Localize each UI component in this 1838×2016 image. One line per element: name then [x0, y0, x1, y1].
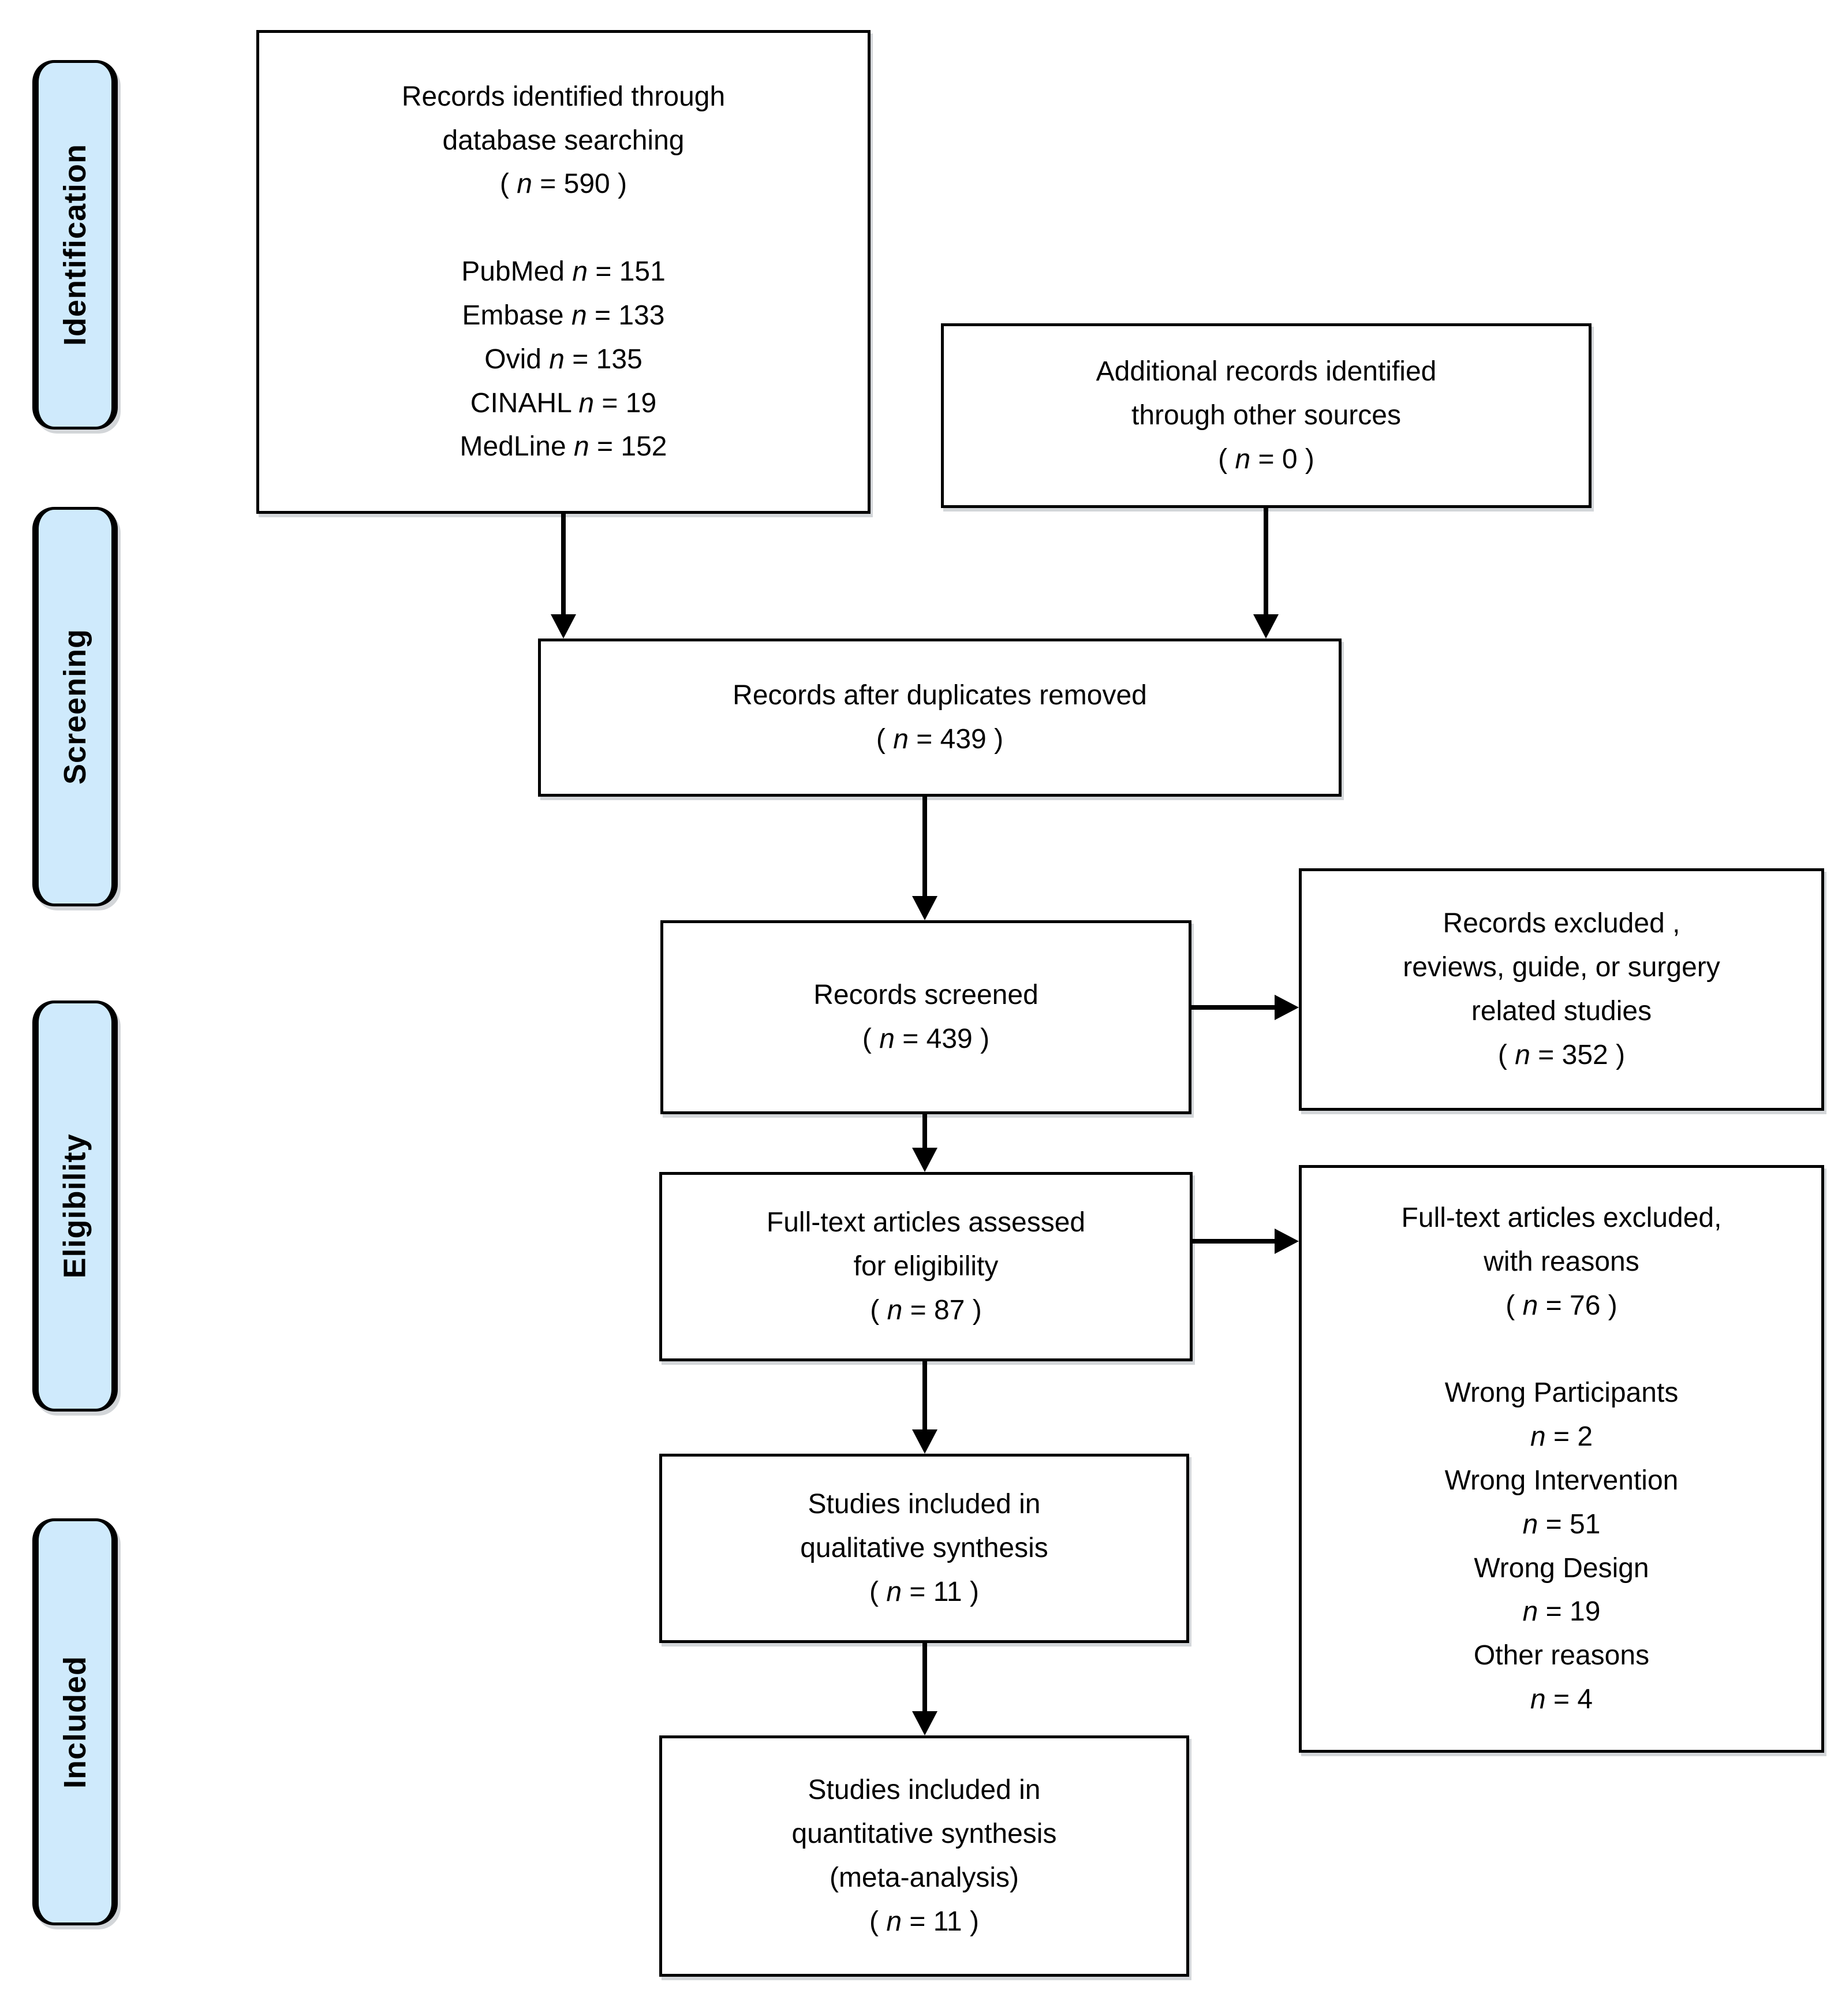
box-fulltext-excluded: Full-text articles excluded, with reasons… — [1299, 1165, 1824, 1753]
arrow-qualitative-to-quantitative — [912, 1643, 937, 1735]
text-line: Other reasons — [1473, 1640, 1650, 1671]
text-line: Ovid n = 135 — [484, 344, 642, 375]
text-line: Wrong Design — [1474, 1552, 1649, 1584]
text-line: Full-text articles assessed — [766, 1207, 1086, 1238]
box-fulltext-assessed: Full-text articles assessed for eligibili… — [659, 1172, 1193, 1361]
arrow-line — [1191, 1005, 1277, 1010]
arrow-line — [1264, 508, 1268, 615]
text-line: ( n = 590 ) — [499, 169, 627, 200]
box-records-excluded: Records excluded , reviews, guide, or sur… — [1299, 868, 1824, 1111]
text-line: Additional records identified — [1096, 356, 1437, 387]
text-line: with reasons — [1484, 1246, 1639, 1277]
text-line: ( n = 76 ) — [1505, 1290, 1617, 1321]
text-line: Records after duplicates removed — [733, 680, 1147, 711]
stage-label-identification-text: Identification — [58, 144, 92, 346]
arrow-head-down-icon — [1253, 614, 1279, 639]
stage-label-included: Included — [32, 1518, 118, 1925]
text-line: n = 4 — [1530, 1684, 1593, 1715]
text-line-gap — [1557, 1328, 1565, 1372]
arrow-screened-to-excluded — [1191, 995, 1299, 1020]
stage-label-screening: Screening — [32, 507, 118, 906]
text-line: (meta-analysis) — [829, 1862, 1019, 1893]
text-line: ( n = 439 ) — [862, 1024, 990, 1054]
arrow-line — [922, 1361, 927, 1432]
arrow-line — [561, 514, 566, 615]
text-line: Records screened — [813, 980, 1038, 1011]
text-line: for eligibility — [853, 1251, 999, 1282]
arrow-screened-to-fulltext — [912, 1114, 937, 1172]
text-line: Records identified through — [401, 81, 726, 112]
stage-label-eligibility-text: Eligibility — [58, 1133, 92, 1279]
text-line: Full-text articles excluded, — [1401, 1203, 1722, 1234]
text-line: PubMed n = 151 — [461, 256, 666, 288]
box-quantitative-synthesis: Studies included in quantitative synthesi… — [659, 1735, 1189, 1977]
text-line: ( n = 0 ) — [1218, 443, 1314, 475]
arrow-identified-to-duplicates — [551, 514, 576, 639]
text-line: ( n = 11 ) — [869, 1576, 979, 1607]
box-records-identified: Records identified through database searc… — [256, 30, 871, 514]
text-line: n = 2 — [1530, 1421, 1593, 1453]
arrow-line — [922, 1643, 927, 1713]
text-line: through other sources — [1131, 400, 1401, 431]
arrow-line — [922, 1114, 927, 1150]
arrow-head-down-icon — [912, 1711, 937, 1735]
arrow-additional-to-duplicates — [1253, 508, 1279, 639]
arrow-head-down-icon — [912, 1429, 937, 1454]
arrow-head-right-icon — [1275, 995, 1299, 1020]
text-line: Records excluded , — [1443, 908, 1680, 939]
arrow-line — [922, 797, 927, 897]
text-line: CINAHL n = 19 — [470, 387, 657, 419]
text-line: n = 19 — [1522, 1596, 1601, 1627]
text-line: Wrong Intervention — [1444, 1465, 1679, 1496]
box-records-screened: Records screened ( n = 439 ) — [660, 920, 1191, 1114]
text-line: quantitative synthesis — [791, 1819, 1057, 1850]
stage-label-identification: Identification — [32, 60, 118, 430]
arrow-head-down-icon — [912, 1148, 937, 1172]
text-line: Embase n = 133 — [462, 300, 665, 331]
text-line: ( n = 87 ) — [870, 1294, 982, 1326]
arrow-line — [1193, 1239, 1277, 1244]
arrow-head-down-icon — [551, 614, 576, 639]
stage-label-included-text: Included — [58, 1655, 93, 1789]
stage-label-eligibility: Eligibility — [32, 1000, 118, 1412]
text-line: ( n = 439 ) — [876, 724, 1004, 755]
text-line: MedLine n = 152 — [459, 431, 667, 462]
text-line: ( n = 11 ) — [869, 1906, 979, 1937]
text-line: reviews, guide, or surgery — [1403, 952, 1720, 983]
arrow-head-right-icon — [1275, 1229, 1299, 1254]
text-line: Studies included in — [808, 1775, 1041, 1806]
text-line: ( n = 352 ) — [1497, 1039, 1626, 1070]
text-line-gap — [559, 206, 567, 250]
box-qualitative-synthesis: Studies included in qualitative synthesis… — [659, 1454, 1189, 1643]
arrow-duplicates-to-screened — [912, 797, 937, 920]
box-after-duplicates: Records after duplicates removed ( n = 43… — [538, 639, 1342, 797]
text-line: Studies included in — [808, 1489, 1041, 1520]
text-line: database searching — [442, 125, 685, 156]
arrow-fulltext-to-qualitative — [912, 1361, 937, 1454]
text-line: n = 51 — [1522, 1509, 1601, 1540]
stage-label-screening-text: Screening — [58, 628, 92, 785]
text-line: qualitative synthesis — [800, 1533, 1048, 1564]
arrow-head-down-icon — [912, 896, 937, 920]
box-additional-records: Additional records identified through oth… — [941, 323, 1592, 508]
arrow-fulltext-to-excluded — [1193, 1229, 1299, 1254]
text-line: Wrong Participants — [1444, 1377, 1679, 1409]
text-line: related studies — [1471, 996, 1652, 1026]
